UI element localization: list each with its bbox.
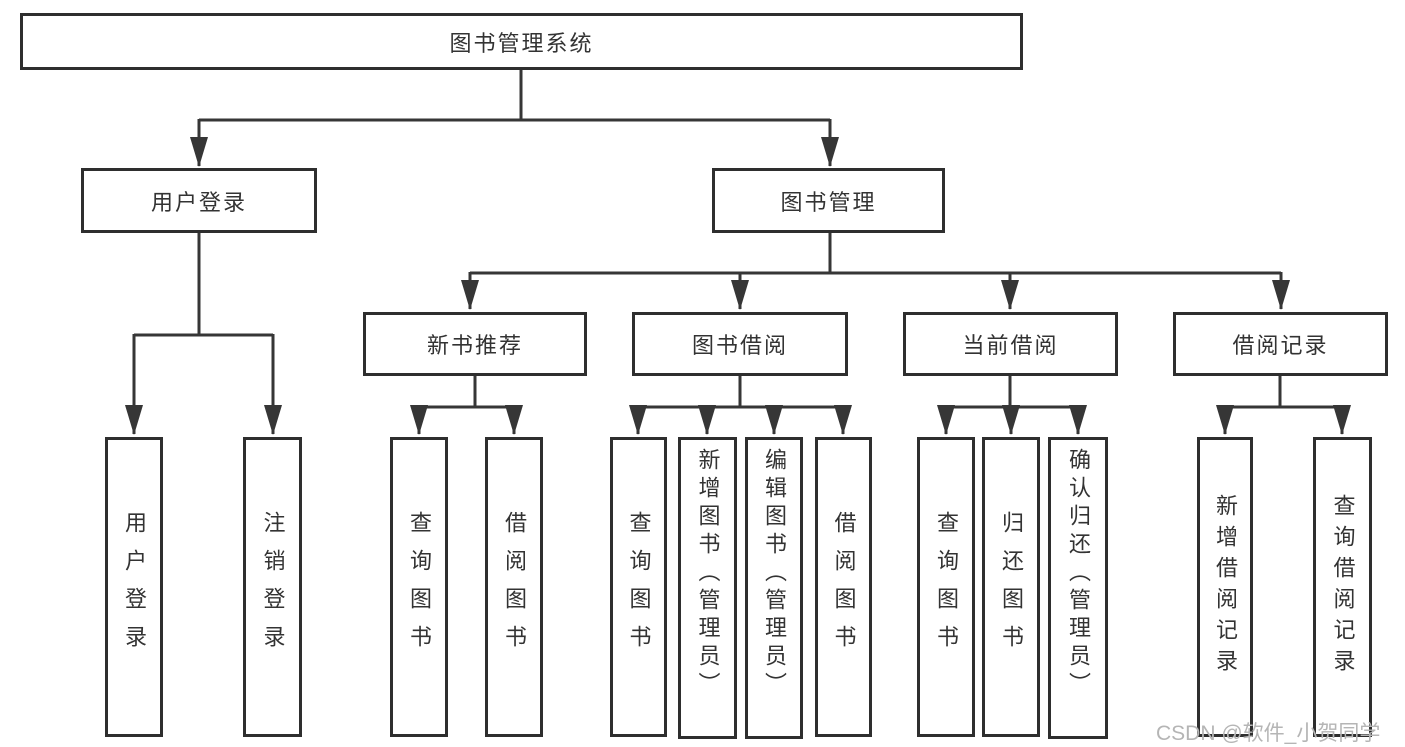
node-label: 借阅图书 — [502, 511, 527, 663]
leaf-logout: 注销登录 — [243, 437, 302, 737]
leaf-confirm-return-admin: 确认归还（管理员） — [1048, 437, 1108, 739]
node-root-system: 图书管理系统 — [20, 13, 1023, 70]
leaf-borrow-books: 借阅图书 — [485, 437, 543, 737]
leaf-query-books: 查询图书 — [917, 437, 975, 737]
node-label: 图书借阅 — [691, 333, 788, 358]
node-user-login: 用户登录 — [81, 168, 317, 233]
node-book-management: 图书管理 — [712, 168, 945, 233]
leaf-query-books: 查询图书 — [390, 437, 448, 737]
node-label: 借阅图书 — [831, 511, 857, 663]
node-book-borrow: 图书借阅 — [632, 312, 848, 376]
node-label: 新书推荐 — [426, 333, 523, 358]
node-borrow-records: 借阅记录 — [1173, 312, 1388, 376]
leaf-borrow-books: 借阅图书 — [815, 437, 872, 737]
node-label: 新增图书（管理员） — [695, 448, 721, 700]
node-label: 用户登录 — [150, 189, 247, 215]
csdn-watermark: CSDN @软件_小贺同学 — [1156, 722, 1381, 745]
leaf-return-book: 归还图书 — [982, 437, 1040, 737]
node-label: 借阅记录 — [1232, 333, 1329, 358]
node-new-book-recommend: 新书推荐 — [363, 312, 587, 376]
node-label: 注销登录 — [260, 511, 286, 663]
node-label: 查询图书 — [626, 511, 652, 663]
leaf-query-books: 查询图书 — [610, 437, 667, 737]
node-label: 当前借阅 — [962, 333, 1059, 358]
node-label: 归还图书 — [999, 511, 1024, 663]
node-label: 新增借阅记录 — [1213, 494, 1238, 680]
node-current-borrow: 当前借阅 — [903, 312, 1118, 376]
leaf-add-borrow-record: 新增借阅记录 — [1197, 437, 1253, 737]
node-label: 编辑图书（管理员） — [762, 448, 787, 700]
node-label: 查询图书 — [934, 511, 959, 663]
leaf-edit-book-admin: 编辑图书（管理员） — [745, 437, 803, 739]
node-label: 图书管理 — [780, 189, 877, 215]
node-label: 用户登录 — [122, 511, 147, 663]
node-label: 确认归还（管理员） — [1066, 448, 1091, 700]
node-label: 查询图书 — [407, 511, 432, 663]
node-label: 查询借阅记录 — [1330, 494, 1356, 680]
leaf-query-borrow-record: 查询借阅记录 — [1313, 437, 1372, 737]
node-label: 图书管理系统 — [449, 30, 594, 56]
leaf-add-book-admin: 新增图书（管理员） — [678, 437, 737, 739]
leaf-user-login: 用户登录 — [105, 437, 163, 737]
